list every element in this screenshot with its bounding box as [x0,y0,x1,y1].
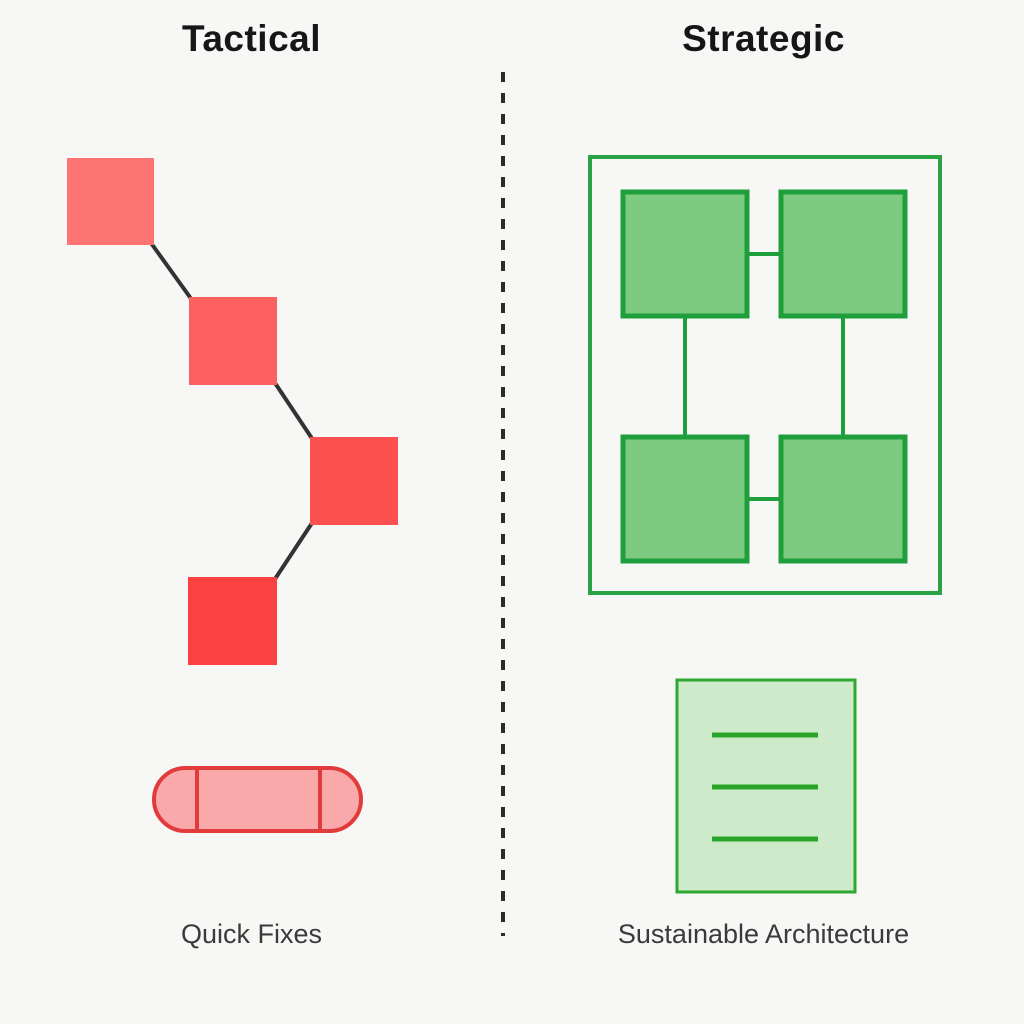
strategic-title: Strategic [682,18,845,59]
tactical-square-2 [189,297,277,385]
document-icon [675,678,857,894]
tactical-square-3 [310,437,398,525]
strategic-module-bottom-right [778,434,908,564]
strategic-module-top-right [778,189,908,319]
tactical-title: Tactical [181,18,322,59]
chain-connector-2 [273,381,315,442]
pill-body [152,766,363,833]
strategic-module-bottom-left [620,434,750,564]
module-connectors [683,252,845,501]
strategic-module-top-left [620,189,750,319]
architecture-container [588,155,942,595]
strategic-caption: Sustainable Architecture [617,919,910,949]
pill-icon [152,766,363,833]
dashed-divider-line [501,72,505,936]
tactical-caption: Quick Fixes [180,919,323,949]
chain-connector-1 [149,241,194,302]
tactical-square-1 [67,158,154,245]
chain-connector-3 [273,521,314,581]
tactical-square-4 [188,577,277,665]
tactical-connectors [149,241,315,581]
